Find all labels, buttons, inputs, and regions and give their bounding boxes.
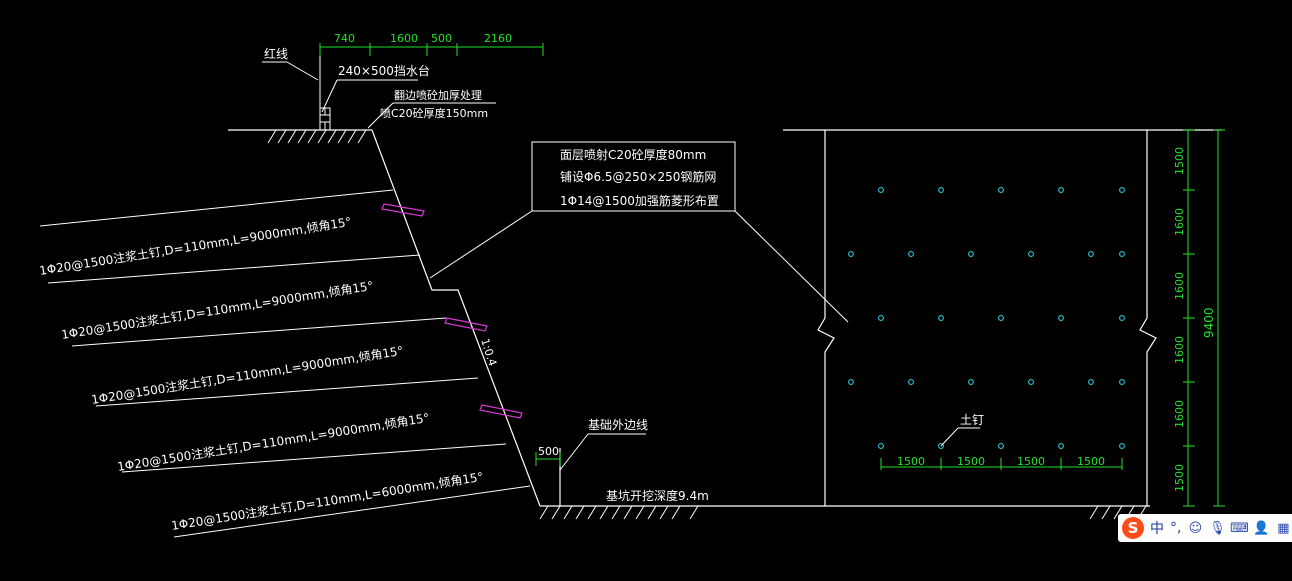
foundation-leader <box>559 433 646 471</box>
soil-nail-point <box>998 315 1004 321</box>
spec-line-3: 1Φ14@1500加强筋菱形布置 <box>560 193 719 208</box>
h-dim-2: 1500 <box>957 455 985 468</box>
soil-nail-point <box>968 379 974 385</box>
nail-plates <box>381 203 523 419</box>
nail-leaders <box>39 189 531 538</box>
soil-nail-point <box>908 251 914 257</box>
retaining-block <box>319 48 331 131</box>
top-leaders <box>262 61 496 129</box>
soil-nail-point <box>1119 379 1125 385</box>
top-dimension-chain <box>319 43 544 56</box>
ime-punctuation-toggle[interactable]: °, <box>1170 520 1182 536</box>
soil-nail-point <box>998 443 1004 449</box>
nail-label-1: 1Φ20@1500注浆土钉,D=110mm,L=9000mm,倾角15° <box>38 214 352 278</box>
ime-language-toggle[interactable]: 中 <box>1150 521 1164 537</box>
grid-icon[interactable]: ▦ <box>1277 520 1290 536</box>
soil-nail-point <box>938 443 944 449</box>
offset-dimension <box>535 452 561 466</box>
soil-nail-point <box>1058 443 1064 449</box>
user-icon[interactable]: 👤 <box>1253 520 1270 536</box>
soil-nail-point <box>1119 443 1125 449</box>
mic-icon[interactable]: 🎙 <box>1209 520 1226 536</box>
soil-nail-point <box>968 251 974 257</box>
top-dim-4: 2160 <box>484 32 512 45</box>
soil-nail-point <box>878 443 884 449</box>
top-dim-3: 500 <box>431 32 452 45</box>
v-dim-1: 1500 <box>1173 147 1186 175</box>
soil-nail-point <box>848 251 854 257</box>
horizontal-dimension-chain <box>880 458 1123 470</box>
note-line-1: 翻边喷砼加厚处理 <box>394 88 482 102</box>
soil-nail-point <box>848 379 854 385</box>
soil-nail-point <box>1058 315 1064 321</box>
v-dim-6: 1500 <box>1173 464 1186 492</box>
ime-toolbar[interactable]: S 中 °, ☺ 🎙 ⌨ 👤 ▦ <box>1118 514 1292 542</box>
nail-label-2: 1Φ20@1500注浆土钉,D=110mm,L=9000mm,倾角15° <box>60 278 374 342</box>
spec-box <box>429 141 849 323</box>
v-dim-3: 1600 <box>1173 272 1186 300</box>
soil-nail-point <box>1028 379 1034 385</box>
soil-nail-point <box>1088 379 1094 385</box>
elevation-frame <box>783 129 1222 506</box>
soil-nail-point <box>878 315 884 321</box>
nail-label-5: 1Φ20@1500注浆土钉,D=110mm,L=6000mm,倾角15° <box>170 469 484 533</box>
v-dim-4: 1600 <box>1173 336 1186 364</box>
soil-nail-point <box>1119 187 1125 193</box>
soil-nail-point <box>998 187 1004 193</box>
nail-leader <box>940 427 980 447</box>
sogou-logo-icon[interactable]: S <box>1122 517 1144 539</box>
emoji-icon[interactable]: ☺ <box>1188 520 1203 536</box>
red-line-label: 红线 <box>264 46 288 61</box>
soil-nail-point <box>878 187 884 193</box>
foundation-label: 基础外边线 <box>588 418 648 432</box>
nail-grid <box>848 187 1125 449</box>
soil-nail-point <box>1119 315 1125 321</box>
keyboard-icon[interactable]: ⌨ <box>1230 520 1249 536</box>
h-dim-3: 1500 <box>1017 455 1045 468</box>
top-dim-1: 740 <box>334 32 355 45</box>
soil-nail-point <box>1028 251 1034 257</box>
spec-line-2: 铺设Φ6.5@250×250钢筋网 <box>560 169 716 184</box>
soil-nail-point <box>908 379 914 385</box>
spec-line-1: 面层喷射C20砼厚度80mm <box>560 147 706 162</box>
offset-dim: 500 <box>538 445 559 458</box>
soil-nail-point <box>1058 187 1064 193</box>
total-height-dim: 9400 <box>1202 307 1216 338</box>
depth-label: 基坑开挖深度9.4m <box>606 488 709 503</box>
top-dim-2: 1600 <box>390 32 418 45</box>
nail-label: 土钉 <box>960 413 984 427</box>
soil-nail-point <box>938 315 944 321</box>
v-dim-2: 1600 <box>1173 208 1186 236</box>
h-dim-1: 1500 <box>897 455 925 468</box>
slope-section <box>228 129 1150 520</box>
soil-nail-point <box>1119 251 1125 257</box>
retaining-label: 240×500挡水台 <box>338 63 430 78</box>
h-dim-4: 1500 <box>1077 455 1105 468</box>
soil-nail-point <box>1088 251 1094 257</box>
nail-label-4: 1Φ20@1500注浆土钉,D=110mm,L=9000mm,倾角15° <box>116 410 430 474</box>
note-line-2: 喷C20砼厚度150mm <box>380 106 488 120</box>
vertical-dimension-chain <box>1183 129 1225 507</box>
soil-nail-point <box>938 187 944 193</box>
v-dim-5: 1600 <box>1173 400 1186 428</box>
nail-label-3: 1Φ20@1500注浆土钉,D=110mm,L=9000mm,倾角15° <box>90 343 404 407</box>
